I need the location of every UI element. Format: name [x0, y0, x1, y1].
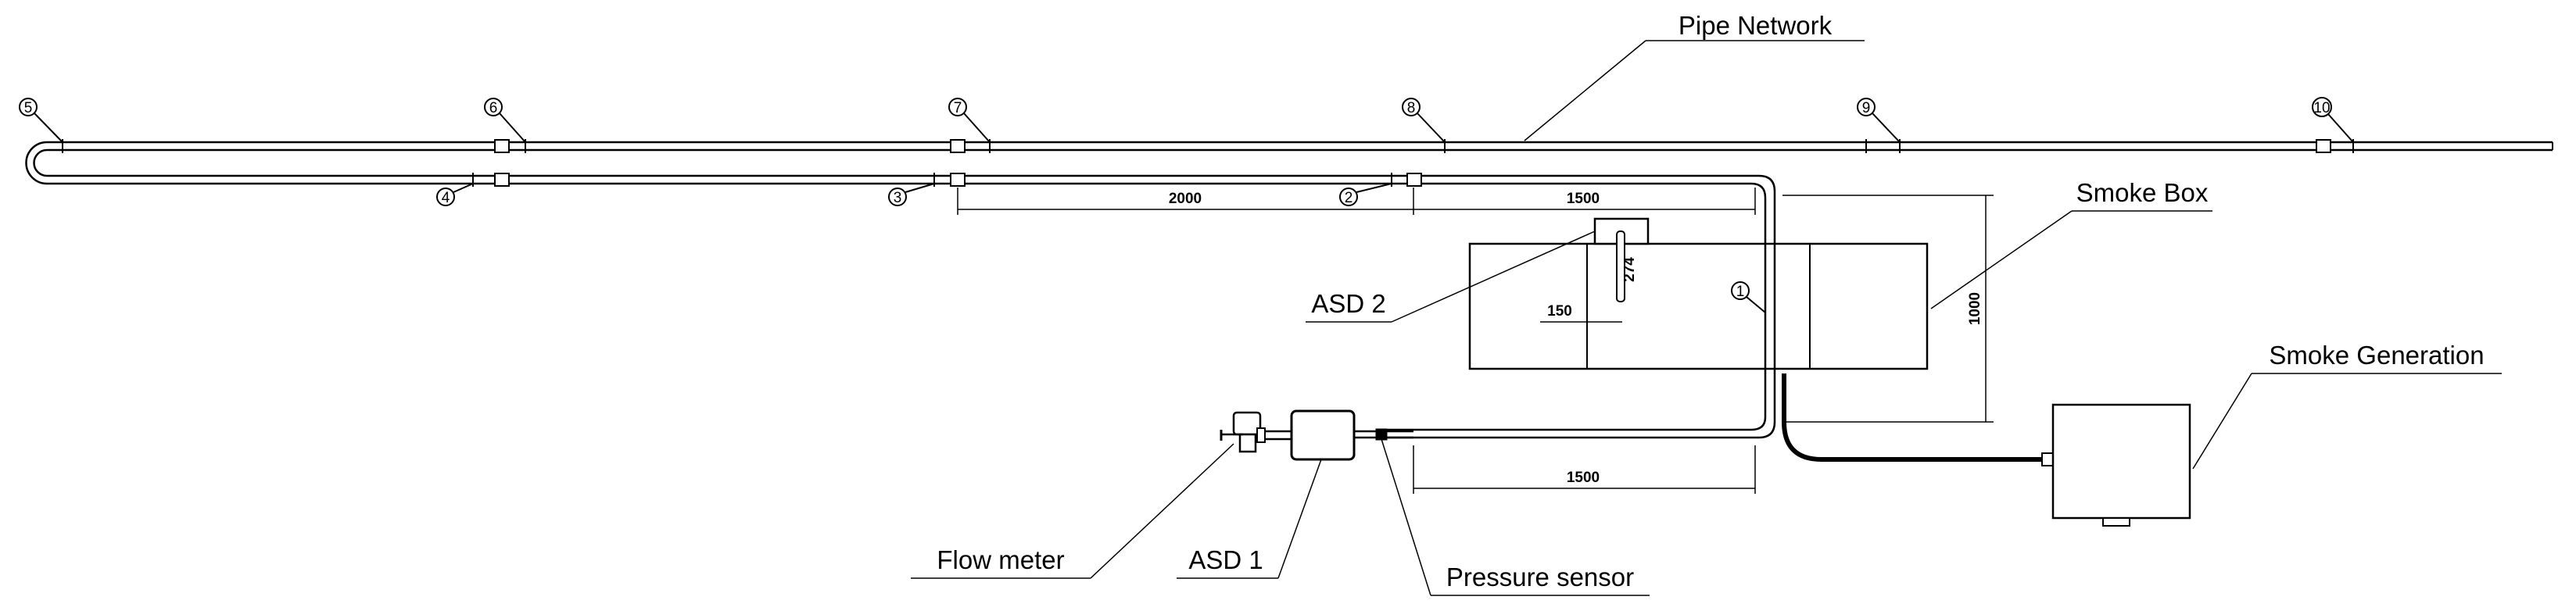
marker-1-text: 1: [1736, 284, 1745, 300]
coupling-3: [950, 173, 966, 187]
dim-1500-top-text: 1500: [1567, 191, 1600, 207]
asd1-label: ASD 1: [1188, 545, 1263, 574]
coupling-10: [2316, 139, 2331, 153]
riser-outer: [1758, 174, 1776, 439]
marker-1: 1: [1731, 281, 1766, 313]
coupling-7: [950, 139, 966, 153]
smoke-generator-foot: [2102, 517, 2130, 527]
smoke-box: [1468, 217, 1929, 370]
marker-4-text: 4: [442, 190, 450, 206]
u-bend-outer: [25, 141, 48, 185]
pipe-network: [25, 139, 2553, 439]
coupling-4: [494, 173, 510, 187]
flow-meter-body: [1232, 411, 1262, 436]
pressure-sensor: [1375, 428, 1388, 441]
flow-meter-base: [1238, 433, 1257, 453]
marker-5-text: 5: [24, 100, 33, 116]
callouts: Pipe Network Smoke Box Smoke Generation …: [911, 11, 2502, 596]
flow-meter-label: Flow meter: [937, 545, 1064, 574]
marker-8-text: 8: [1407, 100, 1416, 116]
marker-2: 2: [1339, 183, 1392, 206]
riser-inner: [1750, 182, 1767, 431]
smoke-generator-box: [2051, 403, 2191, 520]
dim-1000-text: 1000: [1967, 292, 1983, 325]
sensor-train: [1220, 409, 1413, 461]
smoke-hose-connector: [2041, 452, 2054, 466]
dim-150-text: 150: [1547, 303, 1572, 320]
coupling-6: [494, 139, 510, 153]
marker-9: 9: [1857, 98, 1901, 143]
marker-3-text: 3: [894, 190, 902, 206]
dim-1500-bottom-text: 1500: [1567, 470, 1600, 486]
marker-4: 4: [436, 183, 474, 206]
dim-2000-text: 2000: [1169, 191, 1202, 207]
u-bend-inner: [33, 148, 48, 177]
dimensions: 2000 1500 1500 1000 274 150: [957, 188, 1994, 494]
smoke-hose: [1782, 373, 2042, 462]
asd2-probe: [1616, 230, 1625, 302]
marker-7-text: 7: [954, 100, 962, 116]
coupling-2: [1406, 173, 1422, 187]
marker-6-text: 6: [489, 100, 498, 116]
asd1-unit: [1290, 409, 1356, 461]
pressure-sensor-label: Pressure sensor: [1446, 563, 1634, 591]
dim-274-text: 274: [1621, 257, 1638, 282]
smoke-box-outline: [1468, 242, 1929, 370]
marker-7: 7: [948, 98, 991, 143]
smoke-generation-label: Smoke Generation: [2269, 341, 2484, 370]
marker-8: 8: [1402, 98, 1446, 143]
smoke-box-label: Smoke Box: [2076, 178, 2209, 207]
marker-9-text: 9: [1862, 100, 1871, 116]
asd2-label: ASD 2: [1311, 289, 1385, 318]
marker-10: 10: [2312, 97, 2354, 143]
marker-2-text: 2: [1345, 190, 1353, 206]
smoke-generator: [1782, 373, 2191, 527]
marker-10-text: 10: [2313, 100, 2330, 116]
markers: 5 6 7 8 9 10 4: [19, 97, 2354, 313]
pipe-network-label: Pipe Network: [1679, 11, 1833, 40]
marker-5: 5: [19, 98, 63, 143]
marker-6: 6: [484, 98, 526, 143]
marker-3: 3: [888, 183, 935, 206]
